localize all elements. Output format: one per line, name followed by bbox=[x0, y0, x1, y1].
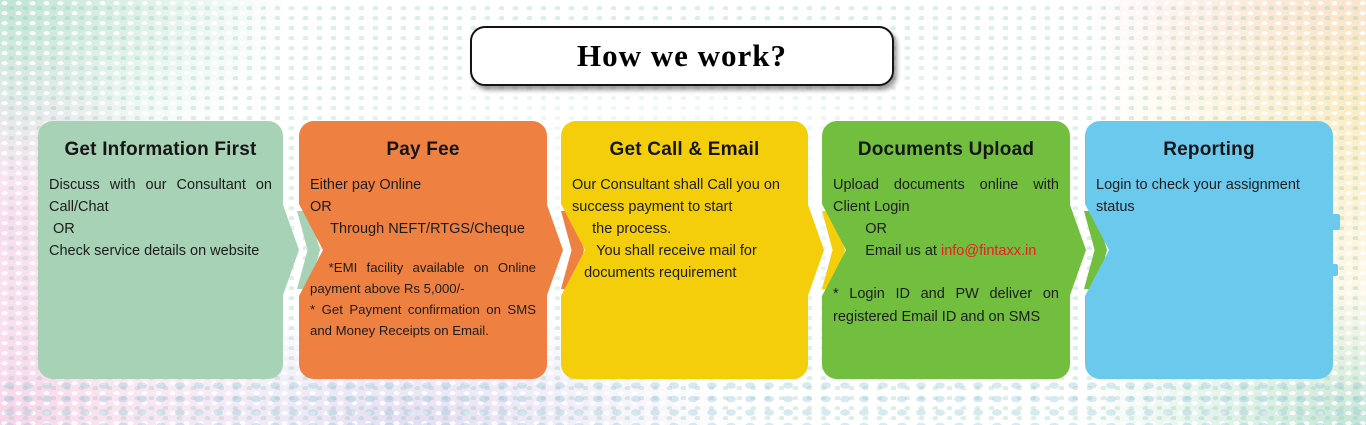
step-body: Our Consultant shall Call you on success… bbox=[572, 177, 780, 281]
background-bottom-dots bbox=[0, 379, 1366, 425]
page-title: How we work? bbox=[576, 38, 788, 73]
step-body: Upload documents online with Client Logi… bbox=[833, 177, 1059, 237]
step-title: Get Information First bbox=[64, 139, 257, 160]
edge-tab bbox=[1332, 264, 1338, 276]
step-body: Discuss with our Consultant on Call/Chat… bbox=[49, 177, 272, 259]
step-box-get-call-email: Get Call & Email Our Consultant shall Ca… bbox=[561, 121, 845, 379]
step-box-get-information-first: Get Information First Discuss with our C… bbox=[38, 121, 320, 379]
step-title: Pay Fee bbox=[386, 139, 460, 160]
step-title: Get Call & Email bbox=[609, 139, 760, 160]
step-box-reporting: Reporting Login to check your assignment… bbox=[1085, 121, 1340, 379]
edge-tab bbox=[1332, 214, 1340, 230]
step-body: Either pay Online OR Through NEFT/RTGS/C… bbox=[310, 177, 525, 237]
step-box-documents-upload: Documents Upload Upload documents online… bbox=[822, 121, 1107, 379]
email-line: Email us at info@fintaxx.in bbox=[833, 240, 1059, 262]
step-box-pay-fee: Pay Fee Either pay Online OR Through NEF… bbox=[299, 121, 584, 379]
email-link[interactable]: info@fintaxx.in bbox=[940, 243, 1037, 259]
step-title: Documents Upload bbox=[857, 139, 1035, 160]
title-banner: How we work? bbox=[470, 26, 894, 86]
step-body: Login to check your assignment status bbox=[1096, 177, 1304, 215]
step-footnote: * Login ID and PW deliver on registered … bbox=[833, 286, 1064, 325]
step-title: Reporting bbox=[1163, 139, 1255, 160]
step-footnote: *EMI facility available on Online paymen… bbox=[310, 260, 537, 338]
email-prefix: Email us at bbox=[833, 243, 941, 259]
